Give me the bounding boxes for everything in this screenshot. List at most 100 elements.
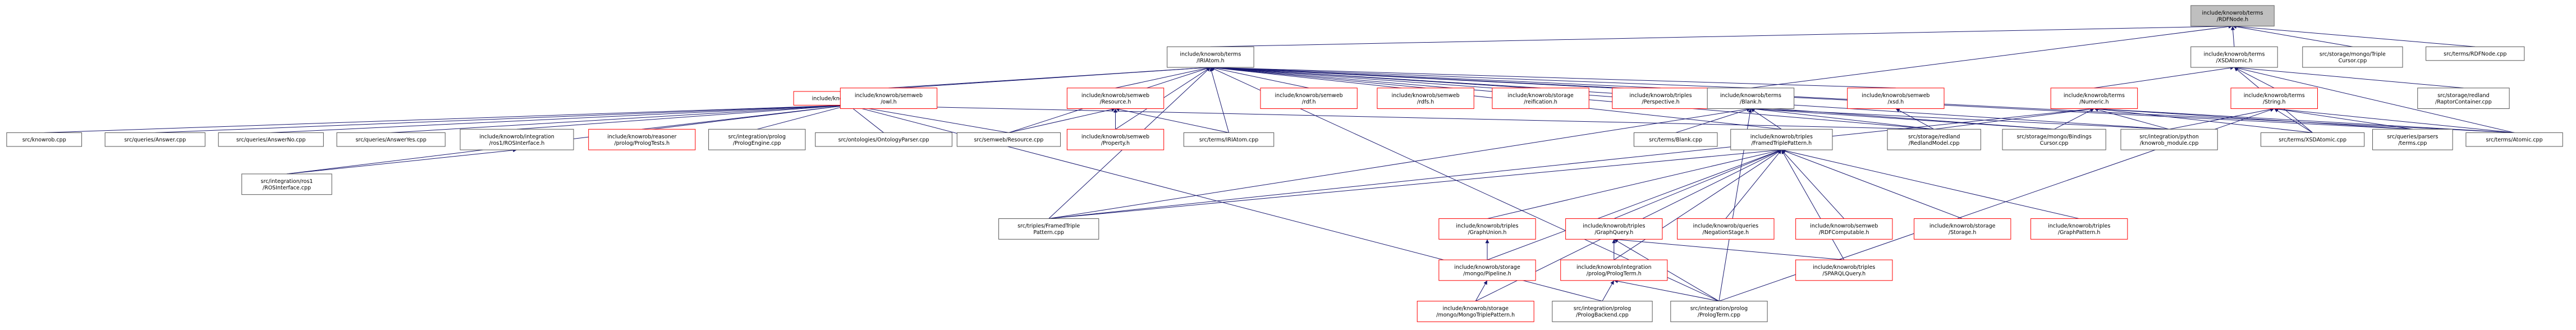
edge-line	[2232, 24, 2476, 47]
edge-line	[1750, 107, 2170, 130]
node-pipeline_h[interactable]: include/knowrob/storage/mongo/Pipeline.h	[1438, 259, 1536, 281]
node-python_module[interactable]: src/integration/python/knowrob_module.cp…	[2120, 129, 2218, 150]
node-label-line: /owl.h	[881, 99, 896, 105]
edge-line	[1934, 107, 2094, 130]
edge-line	[1210, 66, 1309, 89]
edge-line	[2234, 67, 2275, 89]
node-label-line: src/terms/XSDAtomic.cpp	[2279, 137, 2346, 143]
node-answerno_cpp[interactable]: src/queries/AnswerNo.cpp	[218, 132, 324, 147]
node-answeryes_cpp[interactable]: src/queries/AnswerYes.cpp	[336, 132, 446, 147]
node-label-line: /rdf.h	[1302, 99, 1316, 105]
node-sparqlquery_h[interactable]: include/knowrob/triples/SPARQLQuery.h	[1795, 259, 1893, 281]
node-label-line: src/terms/Blank.cpp	[1649, 137, 1702, 143]
node-label-line: /knowrob_module.cpp	[2140, 140, 2199, 146]
node-ros1interface_cpp[interactable]: src/integration/ros1/ROSInterface.cpp	[241, 173, 332, 195]
node-owl_h[interactable]: include/knowrob/semweb/owl.h	[840, 88, 938, 109]
node-xsd_h[interactable]: include/knowrob/semweb/xsd.h	[1847, 88, 1945, 109]
node-box	[1066, 129, 1165, 150]
node-prologbackend_cpp[interactable]: src/integration/prolog/PrologBackend.cpp	[1552, 301, 1653, 322]
node-resource_h[interactable]: include/knowrob/semweb/Resource.h	[1066, 88, 1165, 109]
node-label-line: /RDFComputable.h	[1819, 230, 1869, 236]
node-rdfcomputable_h[interactable]: include/knowrob/semweb/RDFComputable.h	[1795, 218, 1893, 240]
node-property_h[interactable]: include/knowrob/semweb/Property.h	[1066, 129, 1165, 150]
node-graphquery_h[interactable]: include/knowrob/triples/GraphQuery.h	[1565, 218, 1663, 240]
node-ros1interface_h[interactable]: include/knowrob/integration/ros1/ROSInte…	[460, 129, 574, 150]
node-label-line: /Blank.h	[1740, 99, 1762, 105]
node-prologengine[interactable]: src/integration/prolog/PrologEngine.cpp	[708, 129, 806, 150]
node-label-line: /Storage.h	[1949, 230, 1976, 236]
node-prologterm_cpp[interactable]: src/integration/prolog/PrologTerm.cpp	[1670, 301, 1768, 322]
node-framedtriple_cpp[interactable]: src/triples/FramedTriplePattern.cpp	[998, 218, 1099, 240]
edge-line	[2094, 107, 2313, 133]
node-raptorcontainer[interactable]: src/storage/redland/RaptorContainer.cpp	[2417, 88, 2510, 109]
node-prologterm_h[interactable]: include/knowrob/integration/prolog/Prolo…	[1560, 259, 1668, 281]
node-box	[815, 132, 952, 147]
edge-line	[44, 103, 849, 133]
node-label-line: src/storage/mongo/Triple	[2320, 51, 2386, 57]
node-storage_h[interactable]: include/knowrob/storage/Storage.h	[1914, 218, 2011, 240]
edge-string_h-to-xsdatomic_cpp	[2274, 108, 2313, 133]
node-prologtests_h[interactable]: include/knowrob/reasoner/prolog/PrologTe…	[588, 129, 696, 150]
node-answer_cpp[interactable]: src/queries/Answer.cpp	[104, 132, 205, 147]
node-box	[6, 132, 82, 147]
node-label-line: include/knowrob/storage	[1507, 93, 1574, 99]
node-rdfnode[interactable]: include/knowrob/terms/RDFNode.h	[2190, 5, 2275, 27]
edge-line	[1048, 107, 1751, 219]
node-label-line: src/queries/AnswerYes.cpp	[356, 137, 427, 143]
edge-numeric_h-to-python_module	[2094, 108, 2170, 130]
node-graphpattern_h[interactable]: include/knowrob/triples/GraphPattern.h	[2030, 218, 2128, 240]
node-blank_h[interactable]: include/knowrob/terms/Blank.h	[1707, 88, 1795, 109]
node-framedtriple_h[interactable]: include/knowrob/triples/FramedTriplePatt…	[1730, 129, 1833, 150]
node-parsers_terms[interactable]: src/queries/parsers/terms.cpp	[2372, 129, 2453, 150]
node-label-line: /ROSInterface.cpp	[263, 185, 311, 191]
edge-numeric_h-to-xsdatomic_cpp	[2094, 107, 2313, 133]
node-knowrob_cpp[interactable]: src/knowrob.cpp	[6, 132, 82, 147]
node-label-line: /RaptorContainer.cpp	[2435, 99, 2492, 105]
node-perspective_h[interactable]: include/knowrob/triples/Perspective.h	[1612, 88, 1709, 109]
node-box	[2426, 46, 2525, 61]
node-reification_h[interactable]: include/knowrob/storage/reification.h	[1492, 88, 1589, 109]
node-iriatom[interactable]: include/knowrob/terms/IRIAtom.h	[1167, 46, 1254, 68]
edge-knowrob_h-to-answer_cpp	[155, 103, 849, 133]
node-rdfnode_cpp[interactable]: src/terms/RDFNode.cpp	[2426, 46, 2525, 61]
node-semweb_resource_cpp[interactable]: src/semweb/Resource.cpp	[956, 132, 1061, 147]
node-redlandmodel[interactable]: src/storage/redland/RedlandModel.cpp	[1887, 129, 1981, 150]
edge-line	[1750, 24, 2233, 89]
node-label-line: /GraphUnion.h	[1468, 230, 1507, 236]
node-negationstage_h[interactable]: include/knowrob/queries/NegationStage.h	[1677, 218, 1775, 240]
node-blank_cpp[interactable]: src/terms/Blank.cpp	[1633, 132, 1718, 147]
node-label-line: src/integration/prolog	[1574, 306, 1631, 312]
node-box	[218, 132, 324, 147]
edge-knowrob_h-to-knowrob_cpp	[44, 103, 849, 133]
node-rdf_h[interactable]: include/knowrob/semweb/rdf.h	[1260, 88, 1358, 109]
node-box	[1438, 218, 1536, 240]
edge-iriatom-to-xsd_h	[1210, 65, 1896, 89]
edge-blank_h-to-framedtriple_cpp	[1048, 107, 1751, 219]
edge-resource_h-to-semweb_resource_cpp	[1009, 107, 1116, 133]
node-label-line: src/knowrob.cpp	[22, 137, 66, 143]
edge-xsd_h-to-redlandmodel	[1895, 108, 1935, 130]
node-mongotriplepattern_h[interactable]: include/knowrob/storage/mongo/MongoTripl…	[1417, 301, 1534, 322]
node-atomic_cpp[interactable]: src/terms/Atomic.cpp	[2465, 132, 2563, 147]
edge-pipeline_h-to-mongotriplepattern_h	[1475, 280, 1488, 301]
node-label-line: include/knowrob/triples	[1456, 223, 1518, 230]
edge-line	[849, 103, 1935, 130]
node-label-line: include/knowrob/semweb	[1862, 93, 1929, 99]
node-xsdatomic_h[interactable]: include/knowrob/terms/XSDAtomic.h	[2190, 46, 2278, 68]
node-iriatom_cpp[interactable]: src/terms/IRIAtom.cpp	[1183, 132, 1275, 147]
node-label-line: /xsd.h	[1887, 99, 1904, 105]
edge-framedtriple_h-to-graphunion_h	[1487, 149, 1782, 219]
node-string_h[interactable]: include/knowrob/terms/String.h	[2230, 88, 2318, 109]
node-xsdatomic_cpp[interactable]: src/terms/XSDAtomic.cpp	[2261, 132, 2365, 147]
node-graphunion_h[interactable]: include/knowrob/triples/GraphUnion.h	[1438, 218, 1536, 240]
node-numeric_h[interactable]: include/knowrob/terms/Numeric.h	[2050, 88, 2138, 109]
node-label-line: /GraphPattern.h	[2058, 230, 2101, 236]
node-rdfs_h[interactable]: include/knowrob/semweb/rdfs.h	[1377, 88, 1474, 109]
node-ontologyparser[interactable]: src/ontologies/OntologyParser.cpp	[815, 132, 952, 147]
node-box	[2302, 46, 2403, 68]
edge-line	[1725, 149, 1782, 219]
edge-line	[1750, 107, 1935, 130]
node-box	[1633, 132, 1718, 147]
